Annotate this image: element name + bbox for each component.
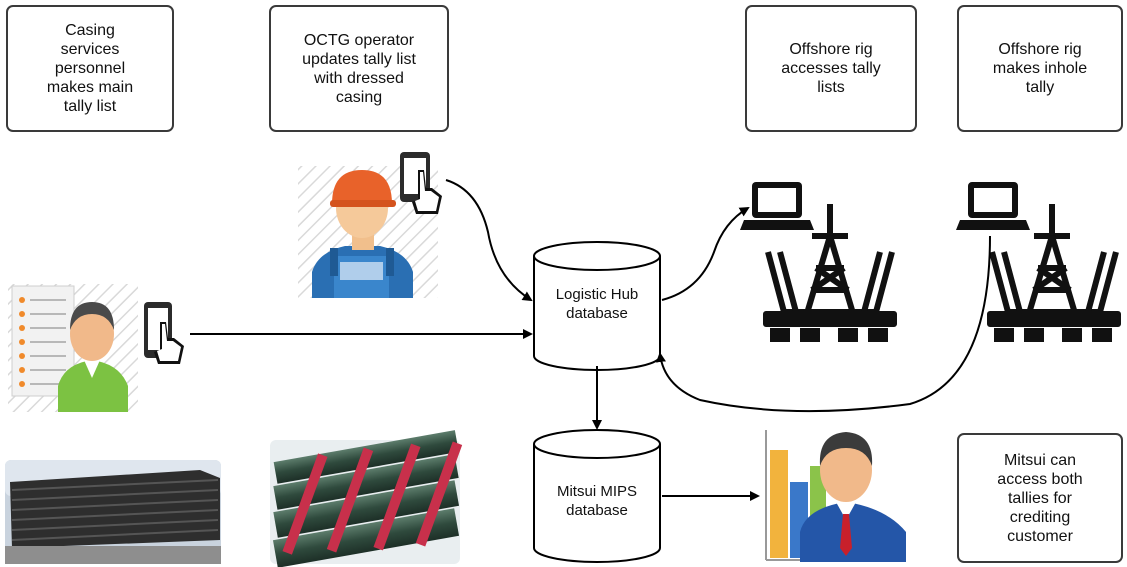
offshore-rig-inhole-label: Offshore rig makes inhole tally bbox=[992, 41, 1088, 96]
octg-operator-label: OCTG operator updates tally list with dr… bbox=[302, 31, 416, 106]
mitsui-access-label: Mitsui can access both tallies for credi… bbox=[997, 451, 1083, 545]
laptop-icon-rig1 bbox=[740, 182, 814, 230]
arrows bbox=[190, 179, 991, 501]
offshore-rig-icon-1 bbox=[763, 204, 897, 342]
casing-pipes-photo bbox=[5, 460, 221, 564]
offshore-rig-access-label: Offshore rig accesses tally lists bbox=[781, 41, 881, 96]
logistic-hub-label: Logistic Hub database bbox=[555, 286, 639, 322]
octg-operator-box: OCTG operator updates tally list with dr… bbox=[269, 5, 449, 132]
dressed-casing-photo bbox=[270, 430, 463, 567]
mitsui-access-box: Mitsui can access both tallies for credi… bbox=[957, 433, 1123, 563]
offshore-rig-icon-2 bbox=[987, 204, 1121, 342]
mitsui-manager-chart-icon bbox=[765, 430, 906, 562]
casing-services-box: Casing services personnel makes main tal… bbox=[6, 5, 174, 132]
mitsui-mips-label: Mitsui MIPS database bbox=[556, 483, 637, 519]
octg-worker-icon bbox=[298, 152, 442, 298]
mitsui-mips-database-icon bbox=[533, 429, 661, 563]
laptop-icon-rig2 bbox=[956, 182, 1030, 230]
arrow-hub-to-rig1 bbox=[661, 206, 750, 301]
offshore-rig-inhole-box: Offshore rig makes inhole tally bbox=[957, 5, 1123, 132]
offshore-rig-access-box: Offshore rig accesses tally lists bbox=[745, 5, 917, 132]
arrow-worker-to-hub bbox=[445, 179, 533, 302]
casing-services-person-icon bbox=[8, 284, 184, 412]
casing-services-label: Casing services personnel makes main tal… bbox=[46, 22, 134, 115]
arrow-rig2-to-hub bbox=[656, 235, 991, 413]
